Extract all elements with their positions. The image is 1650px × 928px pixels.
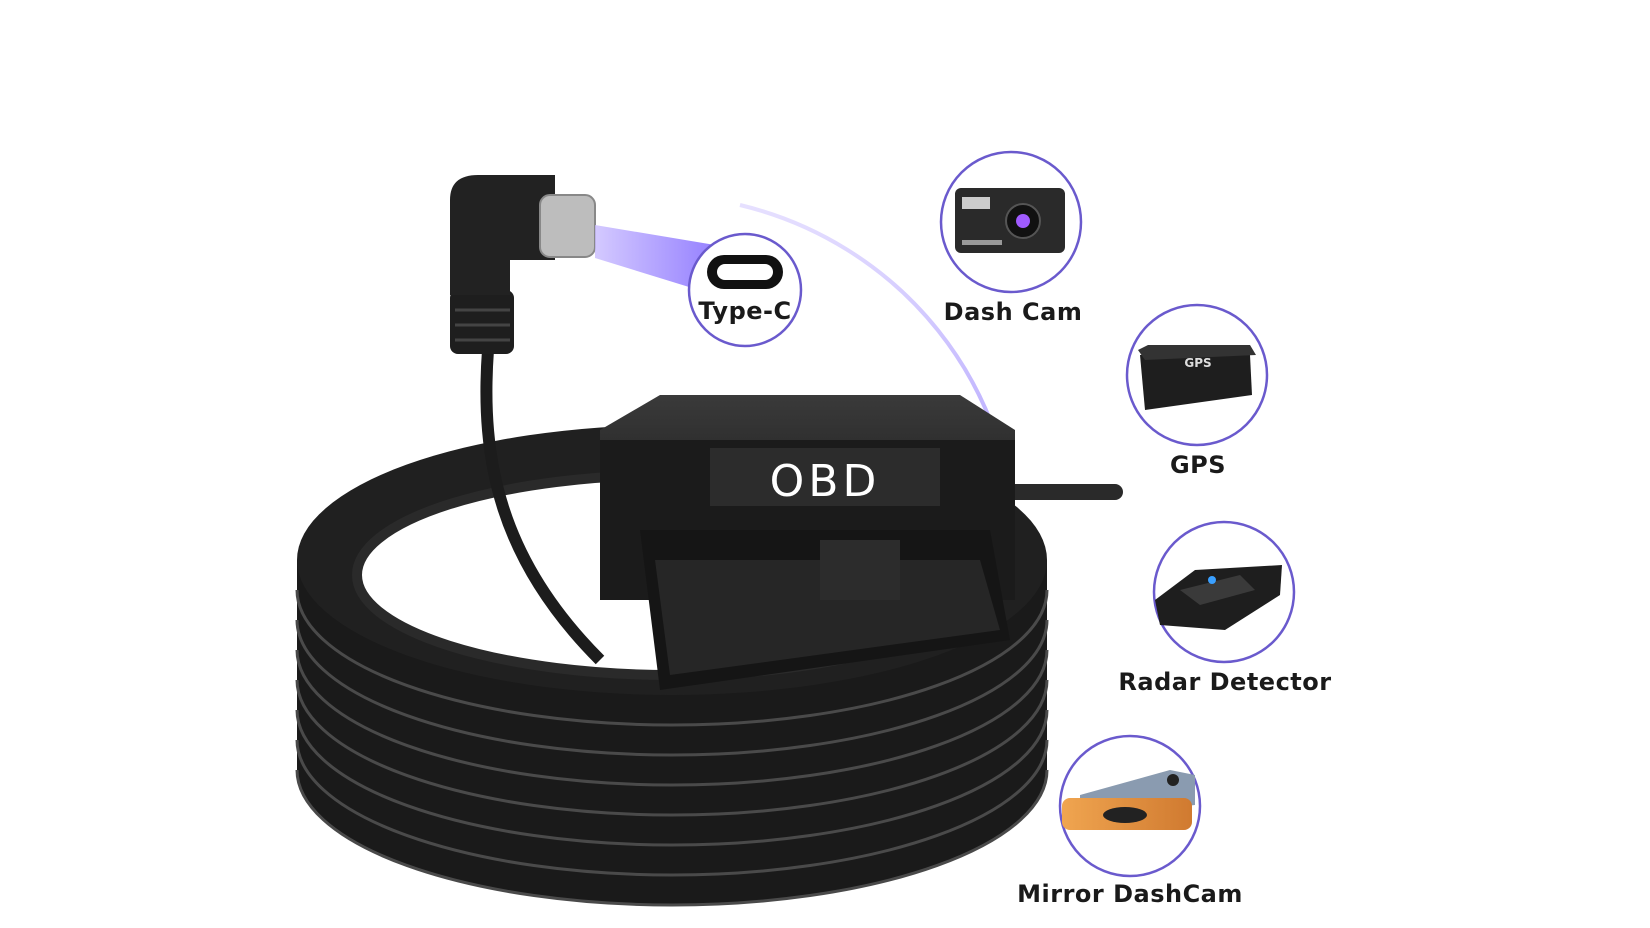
dash-cam-circle	[939, 150, 1083, 294]
radar-detector-circle	[1152, 520, 1296, 664]
dash-cam-icon	[955, 188, 1065, 253]
type-c-cable	[480, 349, 605, 665]
dash-cam-label: Dash Cam	[943, 298, 1083, 326]
highlight-beam	[595, 225, 715, 295]
mirror-dashcam-circle	[1058, 734, 1202, 878]
type-c-label: Type-C	[698, 297, 792, 325]
radar-detector-label: Radar Detector	[1118, 668, 1332, 696]
type-c-plug	[450, 175, 596, 354]
gps-circle: GPS	[1125, 303, 1269, 447]
mirror-dashcam-label: Mirror DashCam	[1017, 880, 1243, 908]
radar-detector-icon	[1155, 565, 1282, 630]
obd-connector: OBD	[600, 395, 1015, 690]
obd-text: OBD	[770, 456, 881, 507]
mirror-dashcam-icon	[1062, 770, 1195, 830]
type-c-callout	[687, 232, 803, 348]
svg-text:GPS: GPS	[1184, 356, 1211, 370]
gps-label: GPS	[1169, 451, 1227, 479]
gps-device-icon: GPS	[1138, 345, 1256, 410]
